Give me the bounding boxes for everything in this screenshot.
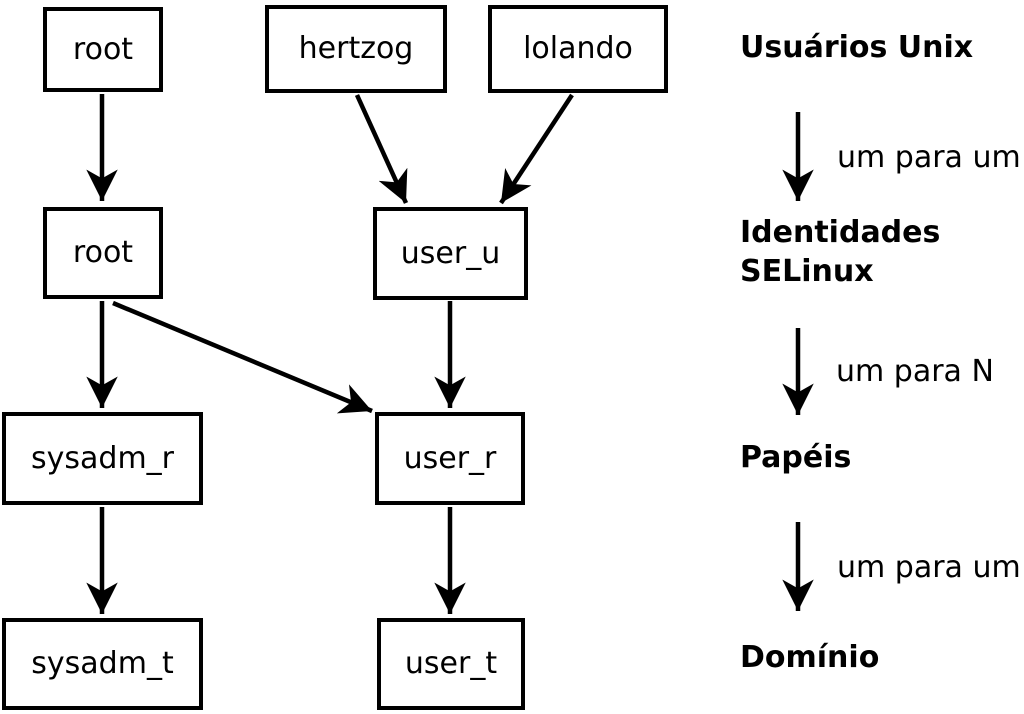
node-label: user_u — [400, 235, 501, 271]
node-label: user_r — [403, 440, 497, 476]
node-label: root — [72, 31, 134, 67]
legend-mapping-one-to-one-2: um para um — [837, 550, 1021, 585]
node-unix-lolando: lolando — [488, 5, 668, 93]
node-selinux-root: root — [43, 207, 163, 299]
node-label: user_t — [404, 646, 498, 681]
legend-domain: Domínio — [740, 640, 880, 675]
node-unix-root: root — [43, 7, 163, 92]
arrow-hertzog-to-user-u — [354, 94, 409, 204]
legend-mapping-one-to-one-1: um para um — [837, 140, 1021, 175]
legend-roles: Papéis — [740, 440, 852, 475]
node-unix-hertzog: hertzog — [265, 5, 447, 93]
node-role-user-r: user_r — [375, 412, 525, 505]
node-domain-sysadm-t: sysadm_t — [2, 618, 203, 710]
legend-mapping-one-to-n: um para N — [836, 354, 994, 389]
arrow-selinux-root-to-user-r — [112, 300, 373, 414]
node-label: lolando — [523, 31, 633, 66]
node-label: sysadm_t — [31, 646, 174, 681]
node-domain-user-t: user_t — [377, 618, 525, 710]
node-selinux-user-u: user_u — [373, 207, 528, 300]
node-role-sysadm-r: sysadm_r — [2, 412, 203, 505]
node-label: root — [72, 235, 134, 270]
legend-selinux-identities: Identidades SELinux — [740, 215, 941, 289]
legend-unix-users: Usuários Unix — [740, 30, 974, 65]
node-label: sysadm_r — [31, 440, 174, 476]
node-label: hertzog — [298, 31, 414, 66]
arrow-lolando-to-user-u — [499, 93, 574, 205]
